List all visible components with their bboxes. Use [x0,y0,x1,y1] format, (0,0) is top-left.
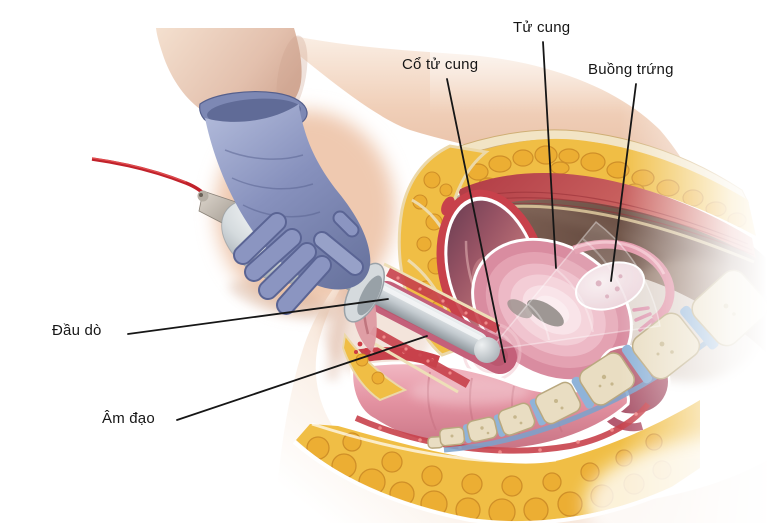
label-co-tu-cung: Cổ tử cung [402,56,479,73]
label-tu-cung: Tử cung [513,19,571,36]
label-dau-do: Đầu dò [52,322,102,339]
glove-fingers [233,210,364,315]
gloved-hand [156,28,371,315]
vaginal-wall-speckles [382,276,488,375]
pointer-buong-trung [610,83,637,282]
pointer-tu-cung [542,41,557,269]
probe-cable [91,157,209,199]
pointer-am-dao [176,335,428,421]
probe-tip [474,337,500,363]
fascia-white-inner [311,422,557,464]
pointer-co-tu-cung [446,78,506,363]
label-buong-trung: Buồng trứng [588,61,674,78]
edge-fades [430,0,768,523]
pointer-dau-do [127,298,389,335]
pointer-lines [127,41,637,421]
label-am-dao: Âm đạo [102,410,155,427]
vulva-speckles [354,341,368,354]
muscle-layer [458,173,756,258]
uterine-cavity [526,299,564,327]
